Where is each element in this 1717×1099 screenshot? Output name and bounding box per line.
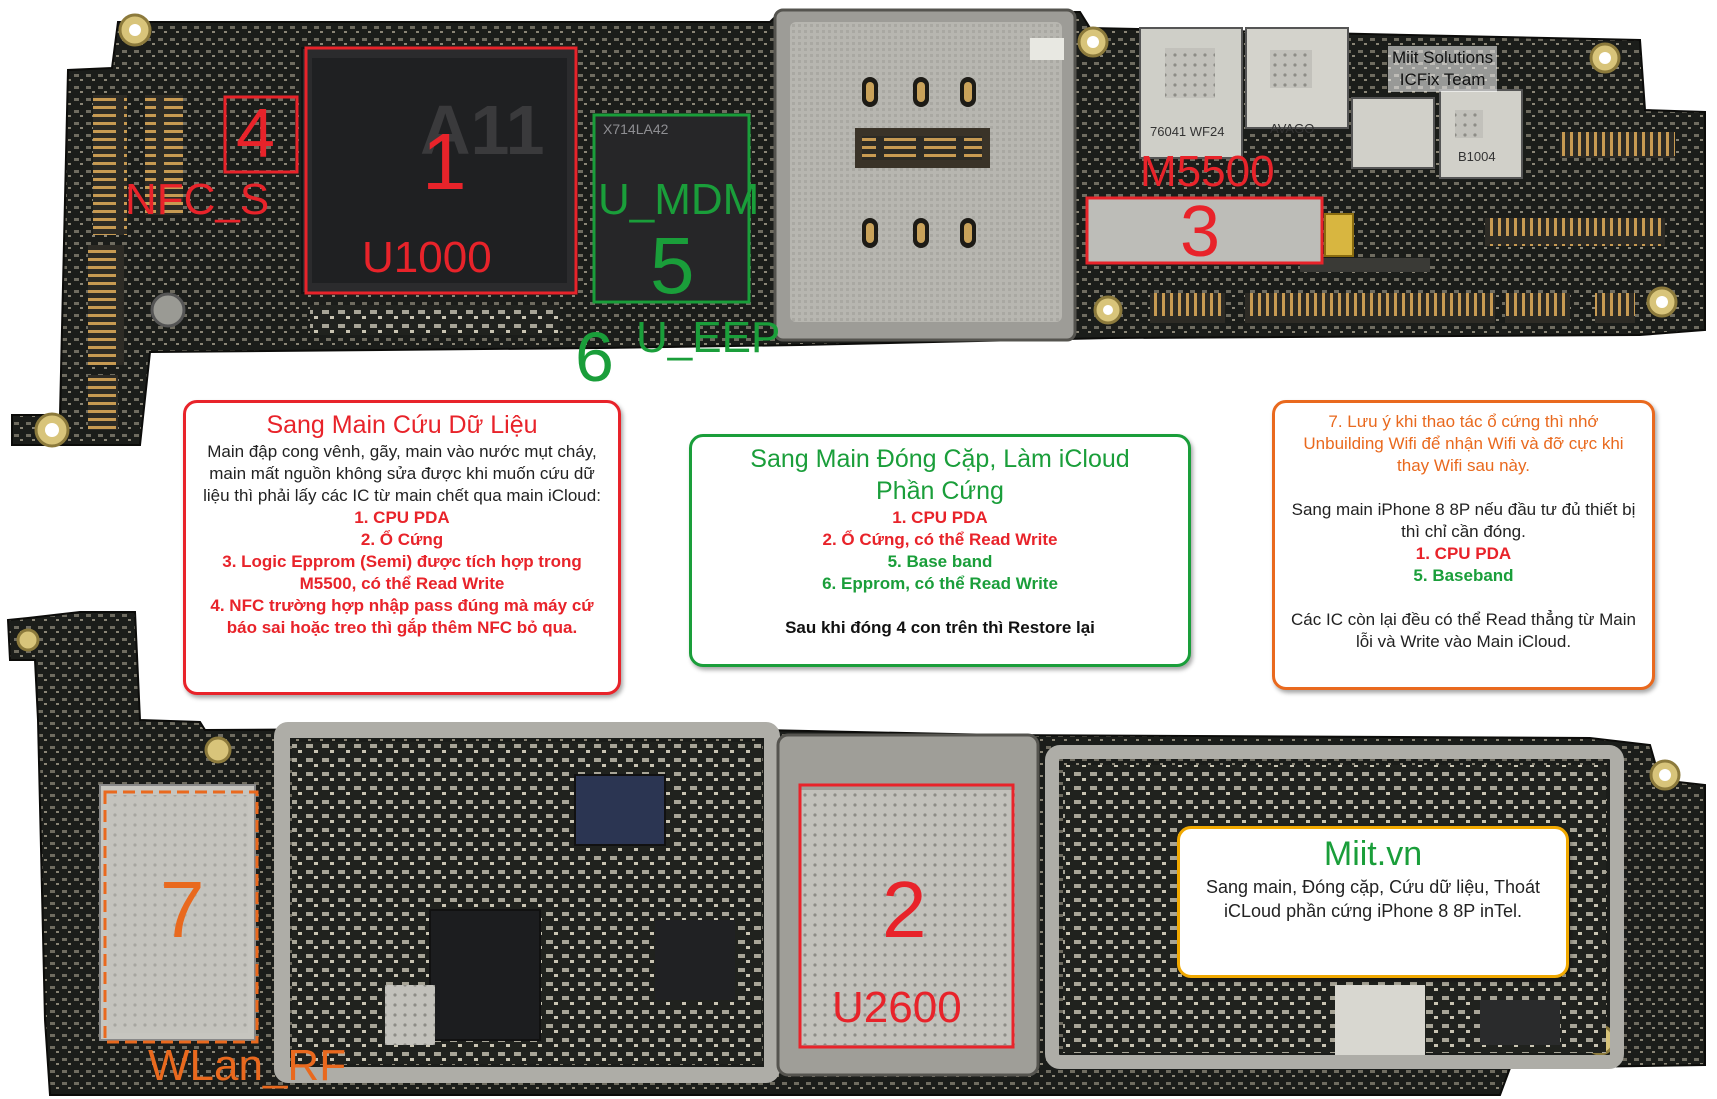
brand-title: Miit.vn	[1323, 835, 1423, 873]
panel-brand: Miit.vn Sang main, Đóng cặp, Cứu dữ liệu…	[1177, 826, 1569, 978]
ic-name-eep: U_EEP	[636, 313, 781, 362]
panel-right-footer: Các IC còn lại đều có thể Read thẳng từ …	[1291, 610, 1636, 651]
panel-left-item-1: 1. CPU PDA	[354, 508, 450, 527]
ic-number-u1000: 1	[422, 117, 467, 206]
panel-right-note: 7. Lưu ý khi thao tác ổ cứng thì nhớ Unb…	[1303, 412, 1624, 475]
panel-center-item-1: 1. CPU PDA	[892, 508, 988, 527]
panel-left-body: Main đập cong vênh, gãy, main vào nước m…	[203, 442, 601, 505]
box-u2600	[798, 783, 1015, 1049]
top-board	[11, 8, 1706, 448]
ic-name-m5500: M5500	[1140, 147, 1275, 196]
panel-left-item-4: 4. NFC trường hợp nhập pass đúng mà máy …	[210, 596, 594, 637]
ic-name-nfc: NFC_S	[125, 175, 270, 224]
panel-right-item-5: 5. Baseband	[1413, 566, 1514, 585]
box-mdm	[592, 113, 751, 304]
panel-data-recovery: Sang Main Cứu Dữ Liệu Main đập cong vênh…	[183, 400, 621, 695]
panel-center-footer: Sau khi đóng 4 con trên thì Restore lại	[785, 618, 1095, 637]
ic-number-mdm: 5	[650, 221, 695, 310]
box-m5500	[1085, 196, 1324, 265]
ic-name-mdm: U_MDM	[598, 175, 760, 224]
ic-highlight-boxes	[103, 46, 1324, 1049]
brand-body: Sang main, Đóng cặp, Cứu dữ liệu, Thoát …	[1206, 877, 1540, 921]
watermark-line1: Miit Solutions	[1392, 48, 1494, 67]
ic-name-u1000: U1000	[362, 233, 492, 282]
ic-number-m5500: 3	[1180, 192, 1221, 272]
box-wlan	[103, 790, 259, 1044]
panel-center-title: Sang Main Đóng Cặp, Làm iCloud Phần Cứng	[750, 445, 1130, 505]
m2-marking: AVAGO	[1270, 121, 1315, 136]
mdm-marking: X714LA42	[603, 121, 669, 137]
panel-left-item-2: 2. Ổ Cứng	[360, 530, 444, 549]
ic-name-u2600: U2600	[832, 983, 962, 1032]
panel-left-item-3: 3. Logic Epprom (Semi) được tích hợp tro…	[222, 552, 582, 593]
panel-right-item-1: 1. CPU PDA	[1415, 544, 1512, 563]
ic-number-eep: 6	[575, 318, 614, 396]
cpu-marking: A11	[420, 91, 545, 169]
ic-number-wlan: 7	[160, 865, 205, 954]
ic-number-nfc: 4	[236, 94, 275, 172]
m3-marking: B1004	[1458, 149, 1496, 164]
panel-left-title: Sang Main Cứu Dữ Liệu	[266, 411, 538, 439]
panel-center-item-6: 6. Epprom, có thể Read Write	[822, 574, 1058, 593]
watermark: Miit Solutions ICFix Team	[1388, 46, 1498, 92]
ic-name-wlan: WLan_RF	[148, 1041, 347, 1090]
panel-center-item-5: 5. Base band	[887, 552, 993, 571]
box-nfc	[223, 95, 299, 174]
watermark-line2: ICFix Team	[1399, 70, 1486, 89]
box-u1000	[304, 46, 578, 295]
panel-center-item-2: 2. Ổ Cứng, có thể Read Write	[822, 530, 1058, 549]
panel-right-body: Sang main iPhone 8 8P nếu đầu tư đủ thiế…	[1291, 500, 1636, 541]
ic-number-u2600: 2	[882, 865, 927, 954]
m1-marking: 76041 WF24	[1150, 124, 1225, 139]
panel-notes: 7. Lưu ý khi thao tác ổ cứng thì nhớ Unb…	[1272, 400, 1655, 690]
panel-pairing: Sang Main Đóng Cặp, Làm iCloud Phần Cứng…	[689, 434, 1191, 667]
